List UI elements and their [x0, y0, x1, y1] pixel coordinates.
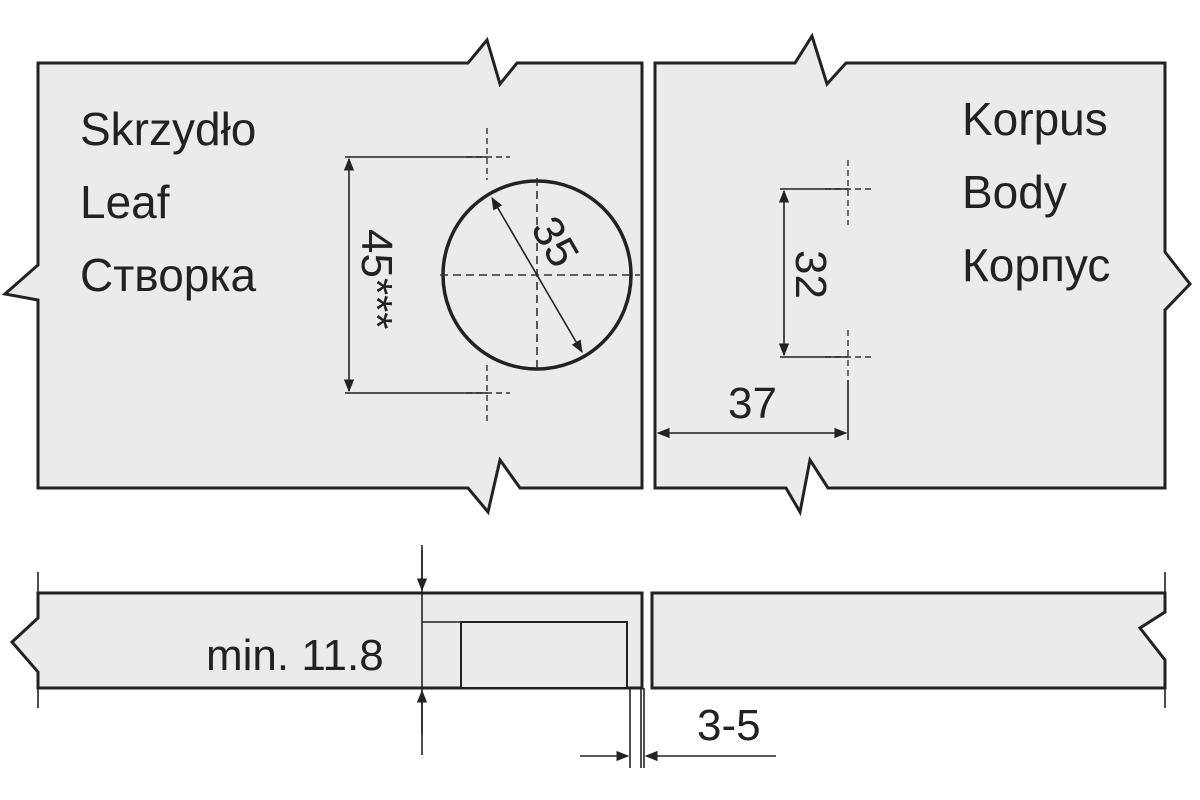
body-panel-section — [650, 591, 1167, 690]
plate-offset-label: 37 — [728, 379, 777, 428]
leaf-panel-top — [1, 36, 644, 516]
plate-spacing-label: 32 — [786, 250, 835, 299]
leaf-label-russian: Створка — [80, 249, 257, 301]
body-label-english: Body — [962, 166, 1067, 218]
leaf-label-polish: Skrzydło — [80, 103, 256, 155]
body-panel-top — [653, 32, 1192, 517]
cup-bore-section — [460, 621, 628, 689]
cup-diameter-arrow — [491, 196, 583, 354]
body-label-polish: Korpus — [962, 93, 1108, 145]
gap-label: 3-5 — [697, 701, 761, 750]
min-thickness-label: min. 11.8 — [206, 631, 384, 680]
cup-spacing-label: 45*** — [352, 229, 401, 329]
body-label-russian: Корпус — [962, 239, 1110, 291]
leaf-label-english: Leaf — [80, 176, 170, 228]
